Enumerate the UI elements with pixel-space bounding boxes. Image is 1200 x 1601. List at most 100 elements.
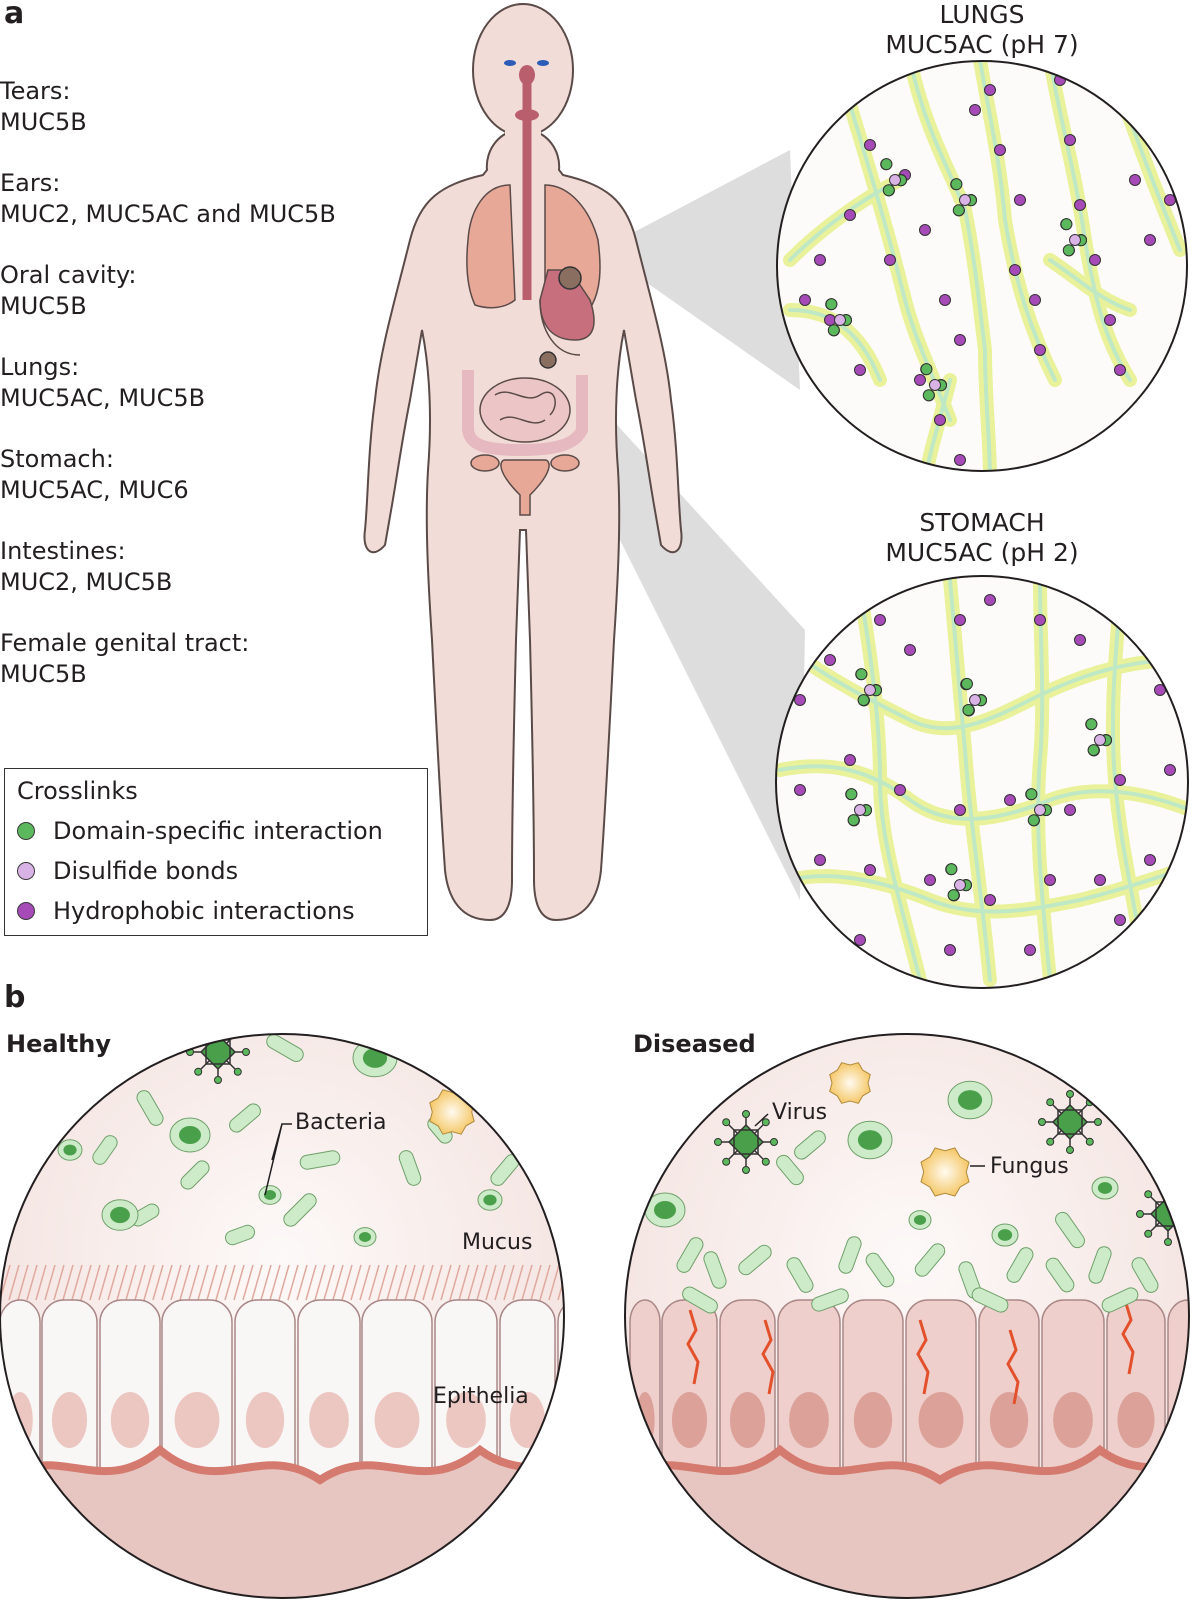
immune-cell xyxy=(947,1080,993,1120)
organ-entry-female-genital-tract: Female genital tract: MUC5B xyxy=(0,628,400,690)
domain-dot xyxy=(920,363,933,376)
cilia-strand xyxy=(314,1264,326,1301)
legend-label: Hydrophobic interactions xyxy=(53,897,355,925)
hydrophobic-dot xyxy=(934,414,946,426)
cilia-strand xyxy=(242,1264,254,1301)
fungus-label: Fungus xyxy=(990,1154,1069,1179)
green-dot-icon xyxy=(17,822,35,840)
bacterium xyxy=(266,1034,304,1062)
bacterium xyxy=(786,1257,814,1293)
epithelial-cell xyxy=(361,1299,433,1491)
cilia-strand xyxy=(98,1264,110,1301)
virus-particle xyxy=(1038,1090,1102,1154)
cilia-strand xyxy=(188,1264,200,1301)
bacterium xyxy=(703,1251,727,1289)
epithelial-cell xyxy=(1167,1299,1189,1491)
cilia-strand xyxy=(494,1264,506,1301)
bacterium xyxy=(229,1103,261,1133)
cilia-strand xyxy=(377,1264,389,1301)
epithelial-cell xyxy=(629,1299,661,1491)
bacterium xyxy=(794,1130,826,1160)
domain-dot xyxy=(952,204,965,217)
healthy-tissue-circle xyxy=(0,1034,564,1598)
hydrophobic-dot xyxy=(799,294,811,306)
bacterium xyxy=(283,1193,317,1227)
domain-dot xyxy=(880,158,893,171)
organ-mucins: MUC5B xyxy=(0,292,87,320)
lungs-circle-title: LUNGS MUC5AC (pH 7) xyxy=(847,0,1117,60)
cilia-strand xyxy=(224,1264,236,1301)
hydrophobic-dot xyxy=(1014,194,1026,206)
crosslinks-legend: Crosslinks Domain-specific interaction D… xyxy=(4,768,428,936)
hydrophobic-dot xyxy=(1034,344,1046,356)
hydrophobic-dot xyxy=(904,644,916,656)
domain-dot xyxy=(845,788,858,801)
disulfide-dot xyxy=(1034,804,1046,816)
domain-dot xyxy=(922,389,935,402)
cilia-strand xyxy=(359,1264,371,1301)
cilia-strand xyxy=(467,1264,479,1301)
hydrophobic-dot xyxy=(844,209,856,221)
organ-entry-oral-cavity: Oral cavity: MUC5B xyxy=(0,260,400,322)
virus-particle xyxy=(186,1034,250,1084)
cilia-strand xyxy=(323,1264,335,1301)
domain-dot xyxy=(950,178,963,191)
immune-cell xyxy=(57,1139,83,1161)
domain-dot xyxy=(882,184,895,197)
hydrophobic-dot xyxy=(1104,314,1116,326)
cilia-strand xyxy=(422,1264,434,1301)
lungs-mucus-network xyxy=(777,61,1187,471)
cilia-strand xyxy=(521,1264,533,1301)
fungus-particle xyxy=(954,1034,986,1040)
cilia-strand xyxy=(350,1264,362,1301)
domain-dot xyxy=(847,814,860,827)
stomach-circle-outline xyxy=(775,575,1189,989)
eyes xyxy=(504,60,549,66)
hydrophobic-dot xyxy=(1009,264,1021,276)
bacteria-label: Bacteria xyxy=(295,1110,387,1135)
panel-a-label: a xyxy=(4,0,25,31)
diseased-circle-outline xyxy=(624,1033,1190,1599)
bacterium xyxy=(676,1237,704,1273)
cilia-strand xyxy=(332,1264,344,1301)
epithelial-cell xyxy=(1041,1299,1105,1491)
organ-name: Intestines: xyxy=(0,537,126,565)
hydrophobic-dot xyxy=(824,314,836,326)
cilia-strand xyxy=(35,1264,47,1301)
panel-b-label: b xyxy=(4,980,26,1015)
hydrophobic-dot xyxy=(1144,234,1156,246)
hydrophobic-dot xyxy=(1044,874,1056,886)
hydrophobic-dot xyxy=(954,334,966,346)
legend-item-disulfide: Disulfide bonds xyxy=(17,853,238,889)
diseased-tissue-circle xyxy=(625,1034,1189,1598)
disulfide-dot xyxy=(954,879,966,891)
hydrophobic-dot xyxy=(1164,764,1176,776)
cilia-strand xyxy=(17,1264,29,1301)
organ-entry-stomach: Stomach: MUC5AC, MUC6 xyxy=(0,444,400,506)
cilia-strand xyxy=(71,1264,83,1301)
lungs-title-line1: LUNGS xyxy=(939,0,1025,29)
domain-dot xyxy=(825,298,838,311)
immune-cell xyxy=(258,1185,282,1205)
organ-mucins: MUC2, MUC5B xyxy=(0,568,173,596)
cilia-strand xyxy=(143,1264,155,1301)
hydrophobic-dot xyxy=(1064,804,1076,816)
hydrophobic-dot xyxy=(1114,914,1126,926)
hydrophobic-dot xyxy=(1129,174,1141,186)
hydrophobic-dot xyxy=(1124,614,1136,626)
bacterium xyxy=(914,1243,946,1277)
bacterium xyxy=(1088,1246,1112,1284)
epithelial-cell xyxy=(434,1299,498,1491)
disulfide-dot xyxy=(929,379,941,391)
disulfide-dot xyxy=(1069,234,1081,246)
mucus-label: Mucus xyxy=(462,1230,533,1255)
domain-dot xyxy=(1087,744,1100,757)
organ-name: Oral cavity: xyxy=(0,261,137,289)
legend-label: Disulfide bonds xyxy=(53,857,239,885)
hydrophobic-dot xyxy=(864,139,876,151)
cilia-strand xyxy=(503,1264,515,1301)
tissue-damage-crack xyxy=(1006,1329,1020,1405)
lungs-title-line2: MUC5AC (pH 7) xyxy=(885,30,1079,59)
cilia-strand xyxy=(80,1264,92,1301)
